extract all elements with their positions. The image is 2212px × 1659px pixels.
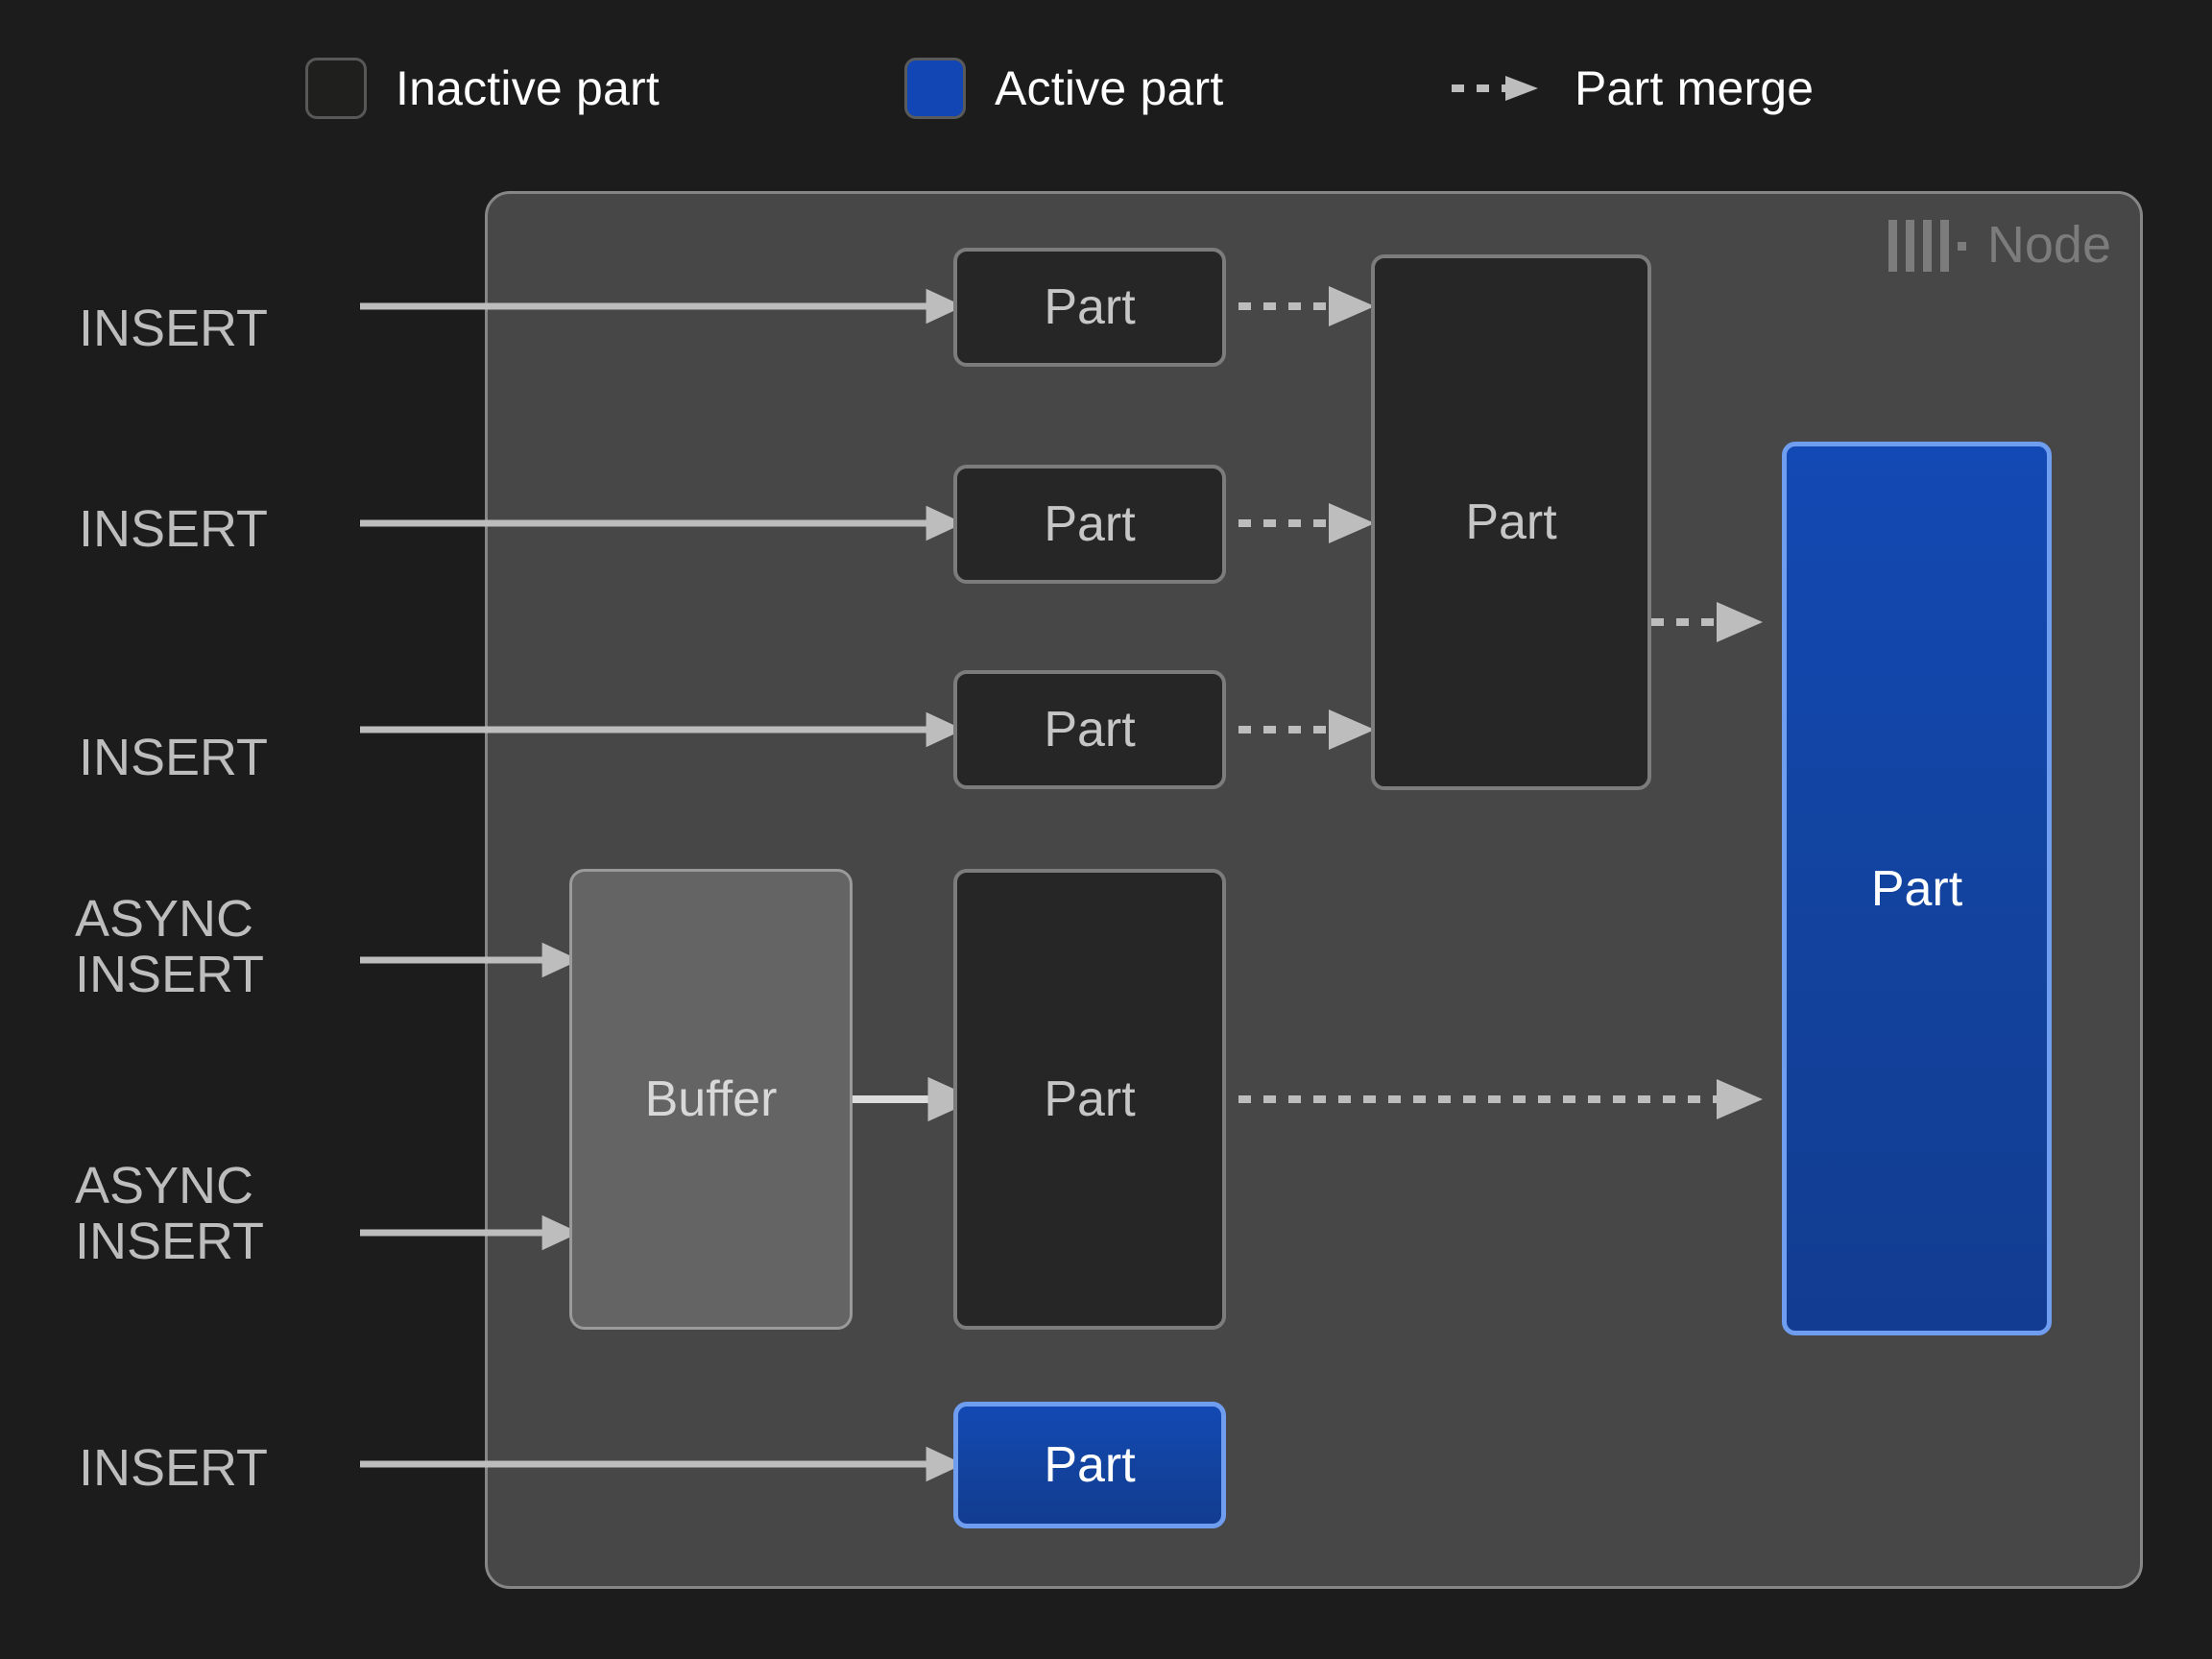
source-label-insert-3: INSERT [79, 729, 269, 786]
source-label-async-insert-2-line1: ASYNC [75, 1157, 254, 1214]
node-badge: Node [1887, 211, 2111, 278]
part-box-3-label: Part [1044, 702, 1136, 757]
part-box-2[interactable]: Part [953, 465, 1226, 584]
legend-item-active-part: Active part [904, 50, 1223, 127]
legend-label-inactive-part: Inactive part [396, 61, 660, 115]
part-box-from-buffer-label: Part [1044, 1071, 1136, 1127]
part-box-merged-label: Part [1465, 494, 1557, 550]
part-box-from-buffer[interactable]: Part [953, 869, 1226, 1330]
source-label-async-insert-2: ASYNC INSERT [75, 1158, 264, 1270]
legend: Inactive part Active part Part merge [0, 50, 2212, 127]
part-box-active-small[interactable]: Part [953, 1402, 1226, 1528]
source-label-async-insert-1: ASYNC INSERT [75, 891, 264, 1003]
clickhouse-bars-icon [1887, 218, 1966, 272]
legend-label-active-part: Active part [995, 61, 1224, 115]
part-box-1[interactable]: Part [953, 248, 1226, 367]
part-box-2-label: Part [1044, 496, 1136, 552]
square-filled-icon [904, 58, 966, 119]
legend-item-inactive-part: Inactive part [305, 50, 660, 127]
legend-item-part-merge: Part merge [1450, 50, 1814, 127]
source-label-insert-4: INSERT [79, 1439, 269, 1497]
buffer-box-label: Buffer [644, 1071, 778, 1127]
source-label-insert-1: INSERT [79, 300, 269, 357]
part-box-active-small-label: Part [1044, 1437, 1136, 1493]
part-box-active-large-label: Part [1870, 860, 1963, 917]
part-box-3[interactable]: Part [953, 670, 1226, 789]
legend-label-part-merge: Part merge [1575, 61, 1815, 115]
node-label: Node [1986, 216, 2111, 274]
buffer-box[interactable]: Buffer [569, 869, 853, 1330]
source-label-insert-2: INSERT [79, 500, 269, 558]
source-label-async-insert-2-line2: INSERT [75, 1213, 265, 1271]
square-outline-icon [305, 58, 367, 119]
part-box-1-label: Part [1044, 279, 1136, 335]
source-label-async-insert-1-line2: INSERT [75, 946, 265, 1004]
part-box-merged[interactable]: Part [1371, 254, 1651, 790]
source-label-async-insert-1-line1: ASYNC [75, 890, 254, 948]
part-box-active-large[interactable]: Part [1782, 442, 2052, 1335]
dashed-arrow-icon [1450, 74, 1546, 103]
